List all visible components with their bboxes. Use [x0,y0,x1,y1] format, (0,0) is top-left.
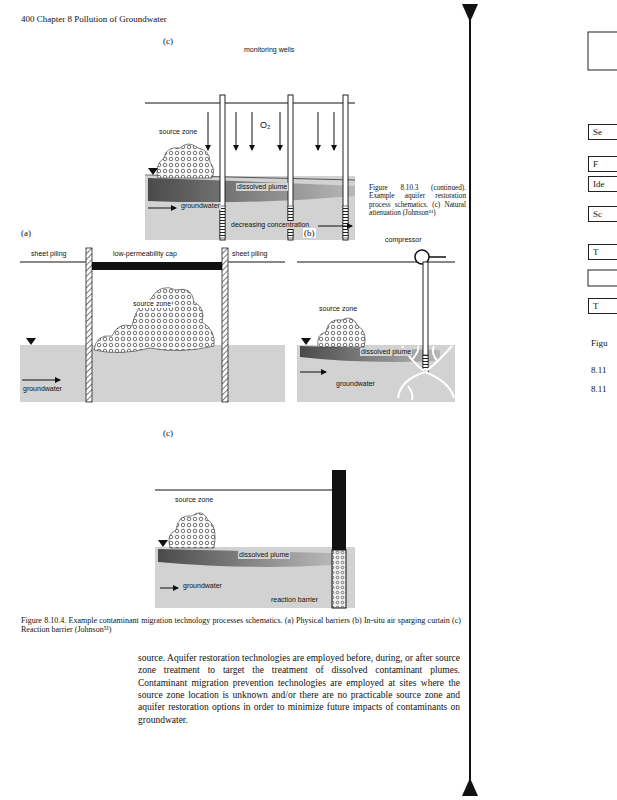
part-label: low-permeability cap [112,250,178,258]
part-label: groundwater [182,582,223,590]
box-text: Se [589,125,617,139]
part-label: source zone [158,128,198,136]
body-text: source. Aquifer restoration technologies… [137,652,461,726]
section-number: 8.11 [590,384,607,394]
part-label: reaction barrier [270,596,319,604]
part-label: compressor [384,236,423,244]
part-label: dissolved plume [360,348,412,356]
box-text: T [589,245,617,259]
figure-caption: Figu [590,338,609,348]
part-label: source zone [318,305,358,313]
figure-caption: Figure 8.10.4. Example contaminant migra… [20,616,462,634]
part-label: source zone [174,496,214,504]
part-label: groundwater [22,385,63,393]
panel-letter: (c) [162,36,174,46]
part-label: dissolved plume [238,551,290,559]
panel-letter: (a) [20,228,32,238]
gas-label: O₂ [259,120,272,130]
figure-caption: Figure 8.10.3 (continued). Example aquif… [368,184,467,217]
flow-box: T [588,298,617,314]
part-label: decreasing concentration [230,221,310,229]
part-label: groundwater [180,202,221,210]
part-label: sheet piling [30,250,67,258]
part-label: dissolved plume [236,183,288,191]
part-label: source zone [132,300,172,308]
flow-box: Ide [588,176,617,192]
box-text: T [589,299,617,313]
page-header: 400 Chapter 8 Pollution of Groundwater [20,14,168,24]
box-text: Ide [589,177,617,191]
panel-letter: (c) [162,428,174,438]
part-label: groundwater [335,380,376,388]
flow-box: Se [588,124,617,140]
panel-letter: (b) [303,228,316,238]
part-label: sheet piling [231,250,268,258]
box-text: F [589,157,617,171]
flow-box: T [588,244,617,260]
flow-box: F [588,156,617,172]
section-number: 8.11 [590,365,607,375]
part-label: monitoring wells [243,46,295,54]
box-text: Sc [589,207,617,221]
flow-box: Sc [588,206,617,222]
